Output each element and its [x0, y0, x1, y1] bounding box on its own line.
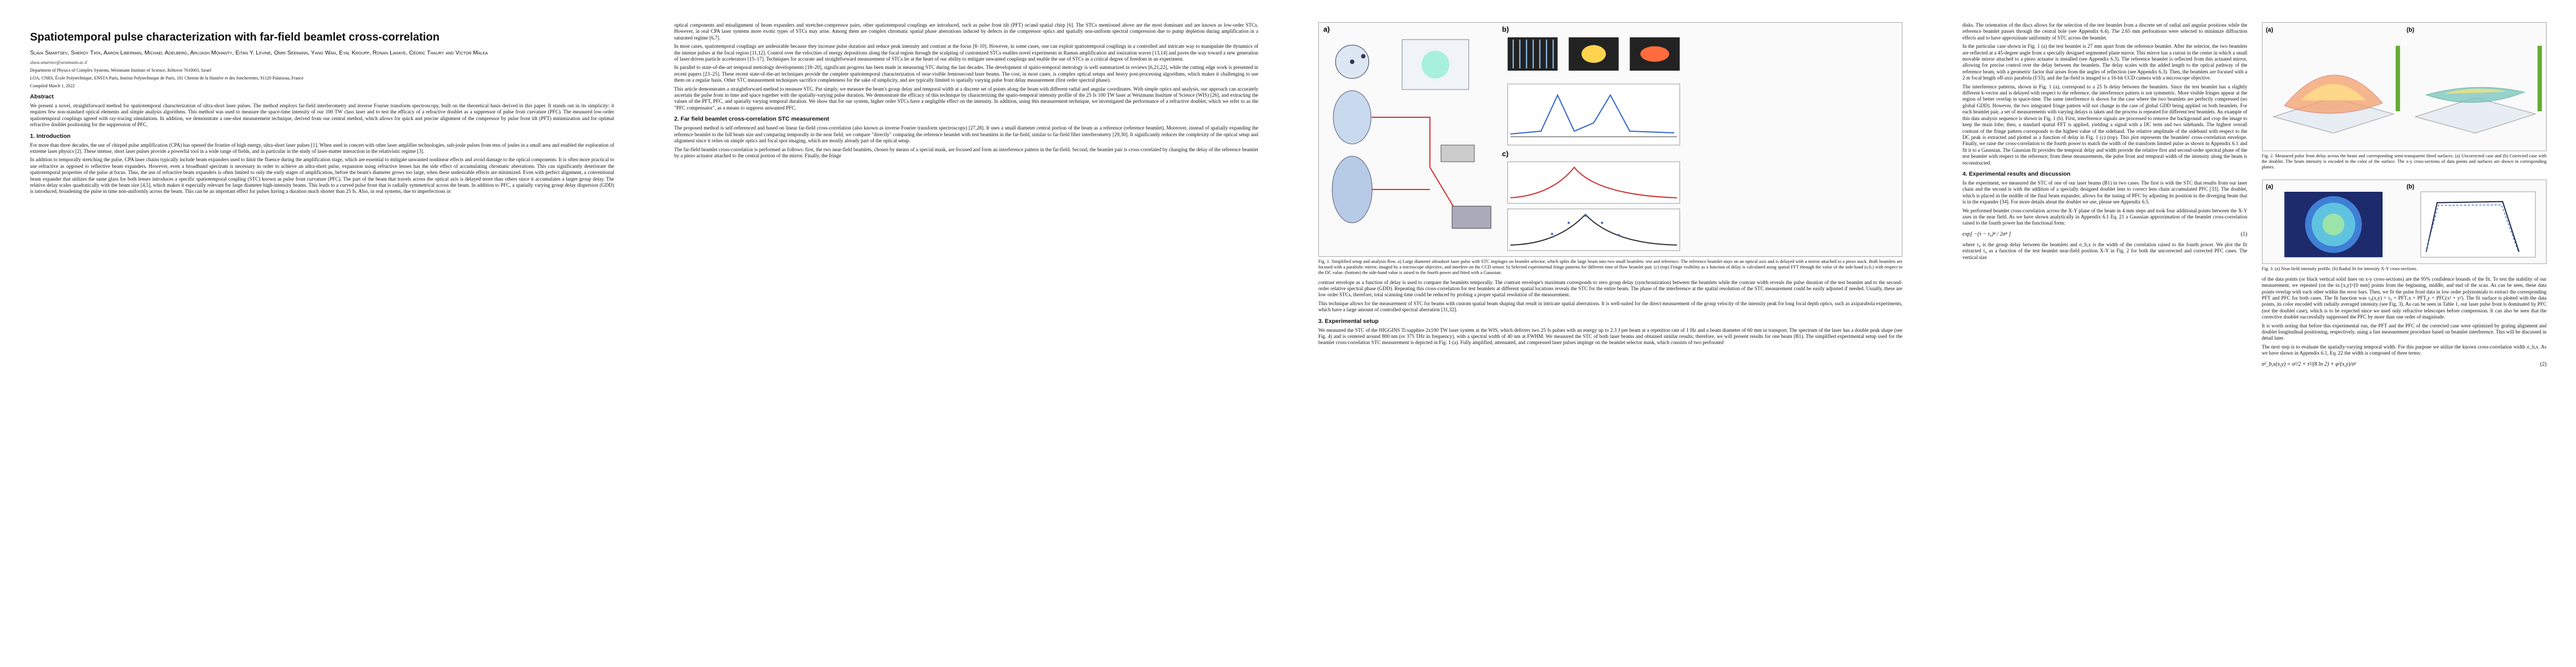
- paragraph: This article demonstrates a straightforw…: [674, 86, 1258, 111]
- ccd-camera: [1452, 206, 1492, 229]
- beam-path: [1371, 117, 1464, 223]
- paragraph: of the data points (or black vertical so…: [2261, 276, 2547, 320]
- paragraph: In the particular case shown in Fig. 1 (…: [1962, 43, 2248, 81]
- pulse-front-surfaces: (a) (b): [2265, 27, 2542, 133]
- figure-2: (a) (b): [2261, 22, 2547, 151]
- panel-label-3b: (b): [2406, 183, 2414, 190]
- figure-1-caption: Fig. 1. Simplified setup and analysis fl…: [1318, 259, 1902, 276]
- paragraph: where τ₀ is the group delay between the …: [1962, 241, 2248, 260]
- section-4-heading: 4. Experimental results and discussion: [1962, 170, 2071, 177]
- figure-2-caption: Fig. 2. Measured pulse front delay acros…: [2261, 153, 2547, 170]
- author-email[interactable]: slava.smartsev@weizmann.ac.il: [30, 60, 87, 65]
- paragraph: In addition to temporally stretching the…: [30, 157, 614, 195]
- abstract-heading: Abstract: [30, 93, 54, 100]
- affiliation-2: LOA, CNRS, École Polytechnique, ENSTA Pa…: [30, 76, 304, 81]
- beamlet-selector: [1332, 44, 1373, 223]
- panel-label-2a: (a): [2265, 27, 2273, 33]
- panel-label-2b: (b): [2406, 27, 2414, 33]
- piezo-actuator: [1441, 145, 1475, 162]
- panel-label-a: a): [1323, 25, 1330, 33]
- paragraph: disks. The orientation of the discs allo…: [1962, 22, 2248, 41]
- page-1: Spatiotemporal pulse characterization wi…: [0, 0, 644, 667]
- page-2: optical components and misalignment of b…: [644, 0, 1288, 667]
- paragraph: It is worth noting that before this expe…: [2261, 322, 2547, 341]
- envelope-plots: [1507, 161, 1680, 251]
- paragraph: The next step is to evaluate the spatial…: [2261, 344, 2547, 356]
- paragraph: In parallel to state-of-the-art temporal…: [674, 64, 1258, 83]
- affiliation-1: Department of Physics of Complex Systems…: [30, 68, 212, 73]
- paper-title: Spatiotemporal pulse characterization wi…: [30, 31, 440, 43]
- panel-label-b: b): [1502, 25, 1509, 33]
- setup-diagram: a) b) c): [1323, 25, 1680, 251]
- equation-2: σ²_b,x(x,y) = σ²/2 + τ²/(8 ln 2) + φ²(x,…: [2261, 361, 2547, 367]
- paragraph: In most cases, spatiotemporal couplings …: [674, 43, 1258, 62]
- paragraph: For more than three decades, the use of …: [30, 142, 614, 155]
- paragraph: contrast envelope as a function of delay…: [1318, 279, 1902, 298]
- paragraph: The far-field beamlet cross-correlation …: [674, 146, 1258, 158]
- paragraph: In the experiment, we measured the STC o…: [1962, 180, 2248, 205]
- figure-1: a) b) c): [1318, 22, 1902, 257]
- paragraph: We performed beamlet cross-correlation a…: [1962, 207, 2248, 226]
- page-3: a) b) c): [1288, 0, 1932, 667]
- near-field-profile: (a) (b): [2265, 183, 2535, 257]
- compiled-date: Compiled March 1, 2022: [30, 83, 75, 88]
- section-1-heading: 1. Introduction: [30, 132, 71, 140]
- author-list: Slava Smartsev, Sheroy Tata, Aaron Liber…: [30, 49, 488, 56]
- equation-1: exp[ −(τ − τ₀)⁴ / 2σ⁴ ] (1): [1962, 231, 2248, 237]
- abstract-text: We present a novel, straightforward meth…: [30, 103, 614, 128]
- panel-label-c: c): [1502, 150, 1509, 158]
- figure-3-caption: Fig. 3. (a) Near field intensity profile…: [2261, 266, 2418, 271]
- section-3-heading: 3. Experimental setup: [1318, 317, 1379, 325]
- paragraph: This technique allows for the measuremen…: [1318, 300, 1902, 313]
- paragraph: optical components and misalignment of b…: [674, 22, 1258, 41]
- fft-panels: [1507, 83, 1680, 146]
- fringe-patterns: [1507, 37, 1680, 71]
- section-2-heading: 2. Far field beamlet cross-correlation S…: [674, 116, 829, 123]
- figure-3: (a) (b): [2261, 179, 2547, 264]
- paragraph: We measured the STC of the HIGGINS Ti:sa…: [1318, 327, 1902, 346]
- page-4: disks. The orientation of the discs allo…: [1932, 0, 2576, 667]
- paragraph: The interference patterns, shown in Fig.…: [1962, 83, 2248, 166]
- panel-label-3a: (a): [2265, 183, 2273, 190]
- paragraph: The proposed method is self-referenced a…: [674, 125, 1258, 144]
